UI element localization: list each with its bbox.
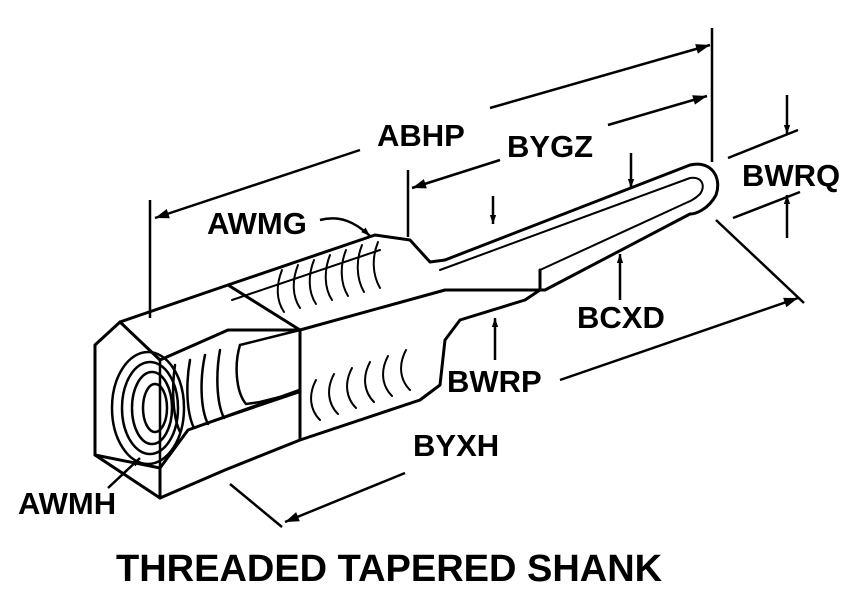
- labels: ABHP BYGZ BWRQ AWMG BCXD BWRP BYXH AWMH …: [18, 118, 840, 590]
- ext-line-byxh-right: [715, 219, 805, 304]
- label-bcxd: BCXD: [577, 300, 665, 335]
- ext-line-bwrq-top: [727, 128, 799, 160]
- byxh-dim-line-left: [284, 471, 406, 524]
- dimensions: [107, 28, 805, 528]
- bygz-dim-line-left: [411, 158, 501, 190]
- label-byxh: BYXH: [413, 428, 499, 463]
- abhp-dim-line-right: [489, 43, 711, 110]
- label-bygz: BYGZ: [507, 129, 593, 164]
- byxh-dim-line-right: [559, 296, 799, 382]
- awmg-leader: [319, 217, 371, 237]
- label-awmg: AWMG: [207, 206, 307, 241]
- abhp-dim-line-left: [154, 148, 361, 220]
- awmh-leader: [107, 457, 141, 489]
- ext-line-bwrq-bottom: [732, 190, 801, 220]
- part-drawing: [93, 162, 720, 500]
- thread-face: [110, 350, 186, 466]
- hex-nut: [93, 283, 302, 500]
- label-bwrq: BWRQ: [742, 158, 840, 193]
- label-awmh: AWMH: [18, 486, 116, 521]
- tapered-shank: [439, 162, 720, 292]
- diagram-caption: THREADED TAPERED SHANK: [116, 548, 663, 590]
- label-bwrp: BWRP: [447, 364, 542, 399]
- bygz-dim-line-right: [607, 94, 708, 127]
- label-abhp: ABHP: [377, 118, 465, 153]
- internal-cavity: [158, 328, 302, 500]
- threaded-body: [187, 233, 542, 442]
- ext-line-byxh-left: [229, 483, 283, 528]
- thread-hatching: [276, 241, 411, 421]
